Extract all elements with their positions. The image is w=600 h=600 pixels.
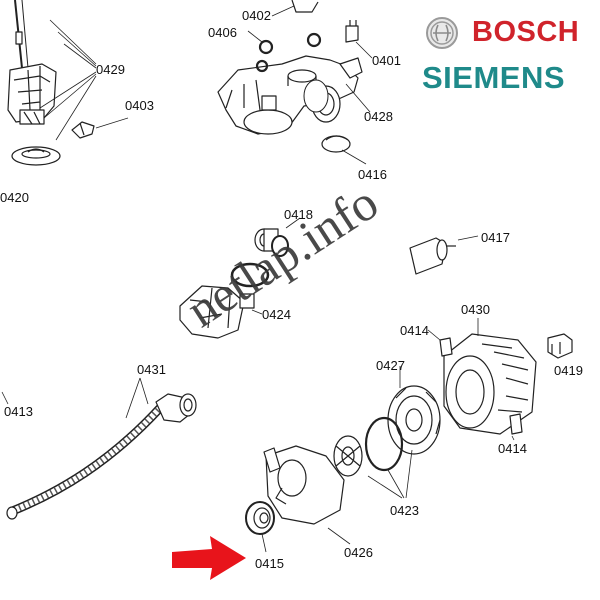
highlight-arrow-icon bbox=[172, 536, 246, 580]
part-label-0417: 0417 bbox=[481, 230, 510, 245]
part-label-0429: 0429 bbox=[96, 62, 125, 77]
drain-hose bbox=[1, 377, 197, 520]
part-label-0426: 0426 bbox=[344, 545, 373, 560]
part-label-0402: 0402 bbox=[242, 8, 271, 23]
siemens-logo-text: SIEMENS bbox=[422, 60, 566, 95]
motor-assembly bbox=[427, 318, 573, 441]
part-label-0403: 0403 bbox=[125, 98, 154, 113]
part-label-0406: 0406 bbox=[208, 25, 237, 40]
part-label-0428: 0428 bbox=[364, 109, 393, 124]
bosch-logo-icon bbox=[426, 17, 458, 49]
middle-parts bbox=[179, 217, 479, 339]
part-label-0418: 0418 bbox=[284, 207, 313, 222]
pump-assembly bbox=[245, 366, 441, 553]
part-label-0419: 0419 bbox=[554, 363, 583, 378]
float-switch-assembly bbox=[7, 0, 129, 166]
part-label-0423: 0423 bbox=[390, 503, 419, 518]
part-label-0414-top: 0414 bbox=[400, 323, 429, 338]
part-label-0431: 0431 bbox=[137, 362, 166, 377]
part-label-0415: 0415 bbox=[255, 556, 284, 571]
part-label-0420: 0420 bbox=[0, 190, 29, 205]
part-label-0401: 0401 bbox=[372, 53, 401, 68]
part-label-0416: 0416 bbox=[358, 167, 387, 182]
valve-block-assembly bbox=[217, 0, 373, 165]
bosch-logo-text: BOSCH bbox=[472, 16, 580, 48]
part-label-0427: 0427 bbox=[376, 358, 405, 373]
part-label-0430: 0430 bbox=[461, 302, 490, 317]
part-label-0413: 0413 bbox=[4, 404, 33, 419]
part-label-0424: 0424 bbox=[262, 307, 291, 322]
part-label-0414-bottom: 0414 bbox=[498, 441, 527, 456]
